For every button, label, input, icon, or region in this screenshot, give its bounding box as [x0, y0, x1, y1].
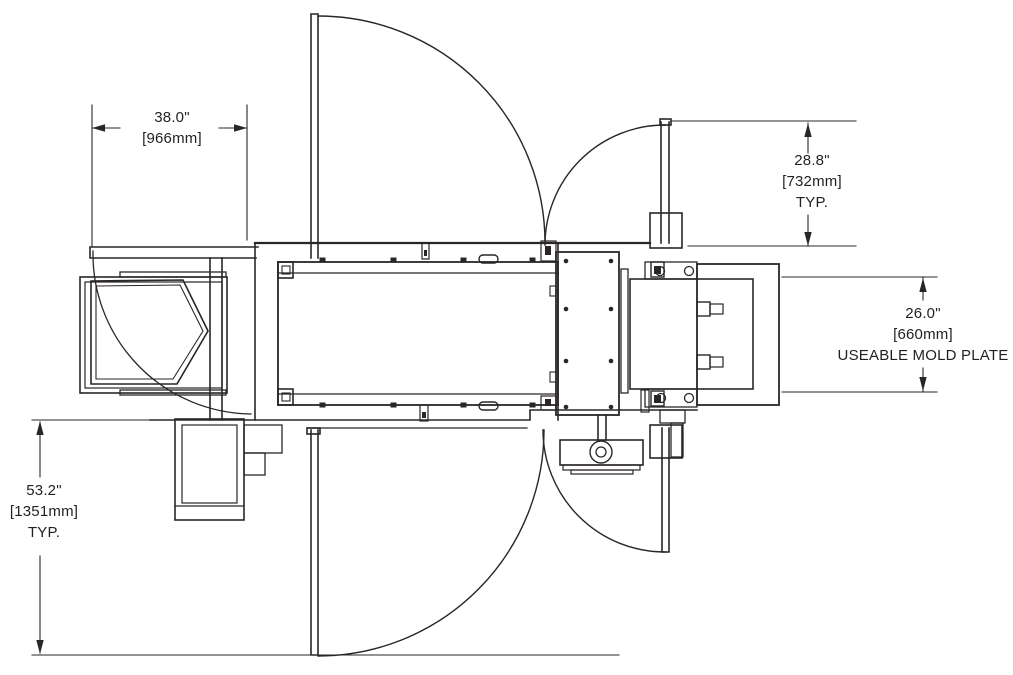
dimension-left-depth-mm: [1351mm]: [9, 503, 79, 520]
dimension-top-width-inches: 38.0": [154, 109, 190, 126]
platen-housing: [696, 263, 780, 406]
dimension-right-depth-inches: 28.8": [794, 152, 830, 169]
machine-base: [149, 241, 698, 429]
bottom-left-guard-door: [306, 427, 545, 657]
panel-swing-arc: [92, 250, 252, 415]
dimension-mold-plate-note: USEABLE MOLD PLATE: [837, 347, 1009, 364]
swivel-unit: [559, 414, 644, 475]
top-left-guard-door: [310, 13, 546, 259]
dimension-right-depth-note: TYP.: [795, 194, 829, 211]
swivel-pivot: [589, 440, 613, 464]
rail-bolts: [319, 257, 536, 408]
ext-lines-right-depth: [671, 120, 857, 247]
ext-lines-left-depth: [31, 419, 620, 656]
door-latch-top: [540, 240, 557, 262]
dimension-left-depth-inches: 53.2": [26, 482, 62, 499]
pendant-box: [174, 418, 283, 521]
bottom-right-guard-door: [542, 424, 683, 553]
dimension-right-depth: 28.8" [732mm] TYP.: [747, 150, 877, 213]
dimension-top-width: 38.0" [966mm]: [97, 107, 247, 149]
dimension-lines: [31, 104, 938, 656]
control-panel-door: [90, 279, 209, 385]
dimension-left-depth: 53.2" [1351mm] TYP.: [0, 480, 88, 543]
dimension-right-depth-mm: [732mm]: [782, 173, 842, 190]
operator-station: [79, 246, 259, 421]
ext-lines-mold-plate: [781, 276, 938, 393]
dimension-mold-plate-inches: 26.0": [905, 305, 941, 322]
dimension-mold-plate-mm: [660mm]: [893, 326, 953, 343]
top-right-guard-door: [544, 118, 683, 249]
dimension-mold-plate: 26.0" [660mm] USEABLE MOLD PLATE: [837, 303, 1009, 366]
platen-bolts: [563, 258, 614, 410]
useable-mold-plate: [629, 278, 754, 390]
moving-platen: [549, 251, 620, 416]
clamp-housing: [277, 240, 559, 422]
dimension-left-depth-note: TYP.: [27, 524, 61, 541]
top-handle: [478, 254, 499, 264]
dimension-top-width-mm: [966mm]: [142, 130, 202, 147]
bottom-handle: [478, 401, 499, 411]
mold-area: [620, 261, 780, 458]
